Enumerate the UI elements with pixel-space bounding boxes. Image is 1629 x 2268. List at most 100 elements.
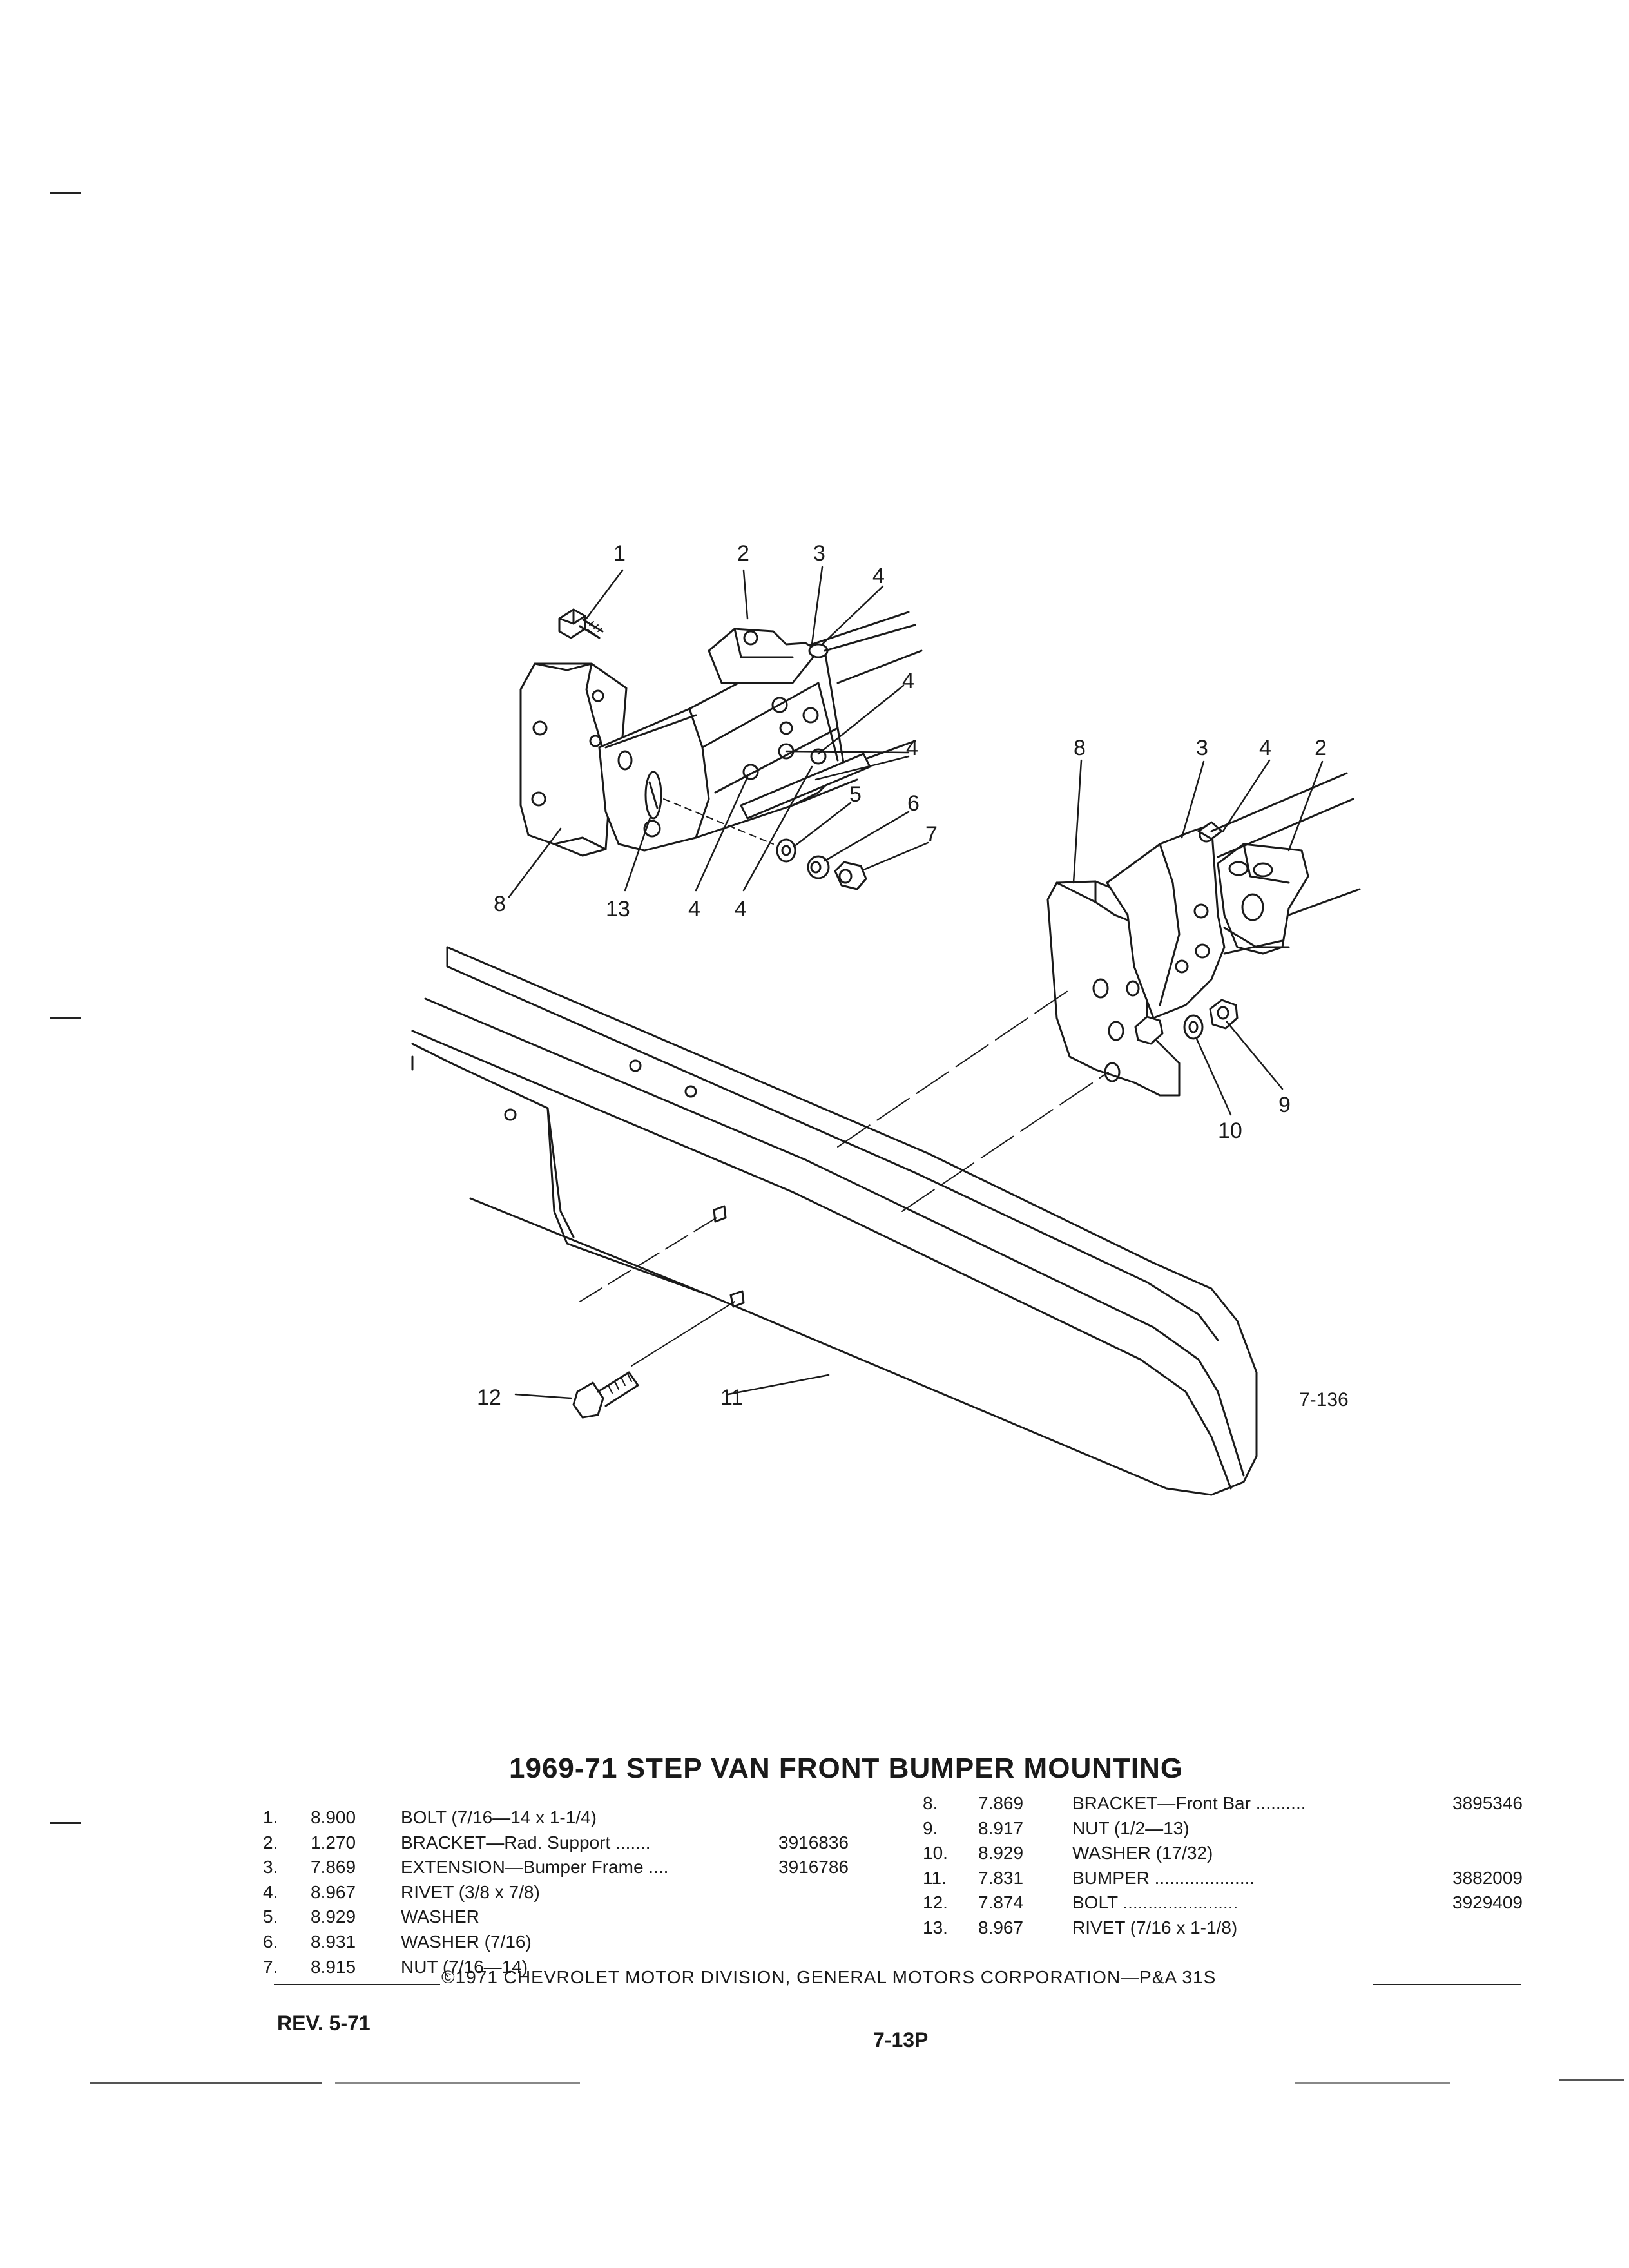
group-code: 1.270 bbox=[311, 1832, 356, 1852]
group-code: 8.900 bbox=[311, 1807, 356, 1827]
item-number: 2. bbox=[263, 1832, 278, 1852]
washer-nut-hardware-right bbox=[1134, 999, 1239, 1045]
part-number: 3929409 bbox=[1452, 1892, 1523, 1913]
right-bracket-assembly bbox=[1046, 772, 1361, 1097]
part-description: BOLT (7/16—14 x 1-1/4) bbox=[401, 1807, 597, 1827]
group-code: 8.967 bbox=[311, 1881, 356, 1902]
bolt-1-drawing bbox=[558, 608, 604, 639]
figure-id: 7-136 bbox=[1299, 1389, 1349, 1410]
group-code: 7.869 bbox=[311, 1857, 356, 1878]
bolt-12-drawing bbox=[572, 1371, 639, 1419]
part-description: BUMPER .................... bbox=[1072, 1867, 1255, 1888]
item-number: 6. bbox=[263, 1931, 278, 1952]
item-number: 4. bbox=[263, 1881, 278, 1902]
part-description: WASHER bbox=[401, 1907, 479, 1927]
parts-row: 10. 8.929 WASHER (17/32) bbox=[923, 1841, 1541, 1866]
parts-row: 13. 8.967 RIVET (7/16 x 1-1/8) bbox=[923, 1916, 1541, 1941]
group-code: 8.967 bbox=[978, 1917, 1024, 1937]
group-code: 7.874 bbox=[978, 1892, 1024, 1913]
callout-6: 6 bbox=[907, 791, 920, 816]
callout-10: 10 bbox=[1218, 1119, 1242, 1143]
parts-row: 5. 8.929 WASHER bbox=[263, 1905, 882, 1930]
item-number: 8. bbox=[923, 1793, 938, 1813]
item-number: 10. bbox=[923, 1843, 948, 1863]
rad-support-bracket-right bbox=[1217, 843, 1309, 955]
page-title: 1969-71 STEP VAN FRONT BUMPER MOUNTING bbox=[509, 1753, 1184, 1784]
extension-bumper-frame-right bbox=[1106, 823, 1226, 1019]
callout-3: 3 bbox=[1196, 736, 1208, 760]
parts-list-left: 1. 8.900 BOLT (7/16—14 x 1-1/4) 2. 1.270… bbox=[263, 1805, 882, 1979]
binder-mark-top bbox=[50, 192, 81, 194]
group-code: 8.929 bbox=[978, 1843, 1024, 1863]
parts-row: 1. 8.900 BOLT (7/16—14 x 1-1/4) bbox=[263, 1805, 882, 1831]
revision-label: REV. 5-71 bbox=[277, 2012, 371, 2035]
group-code: 8.915 bbox=[311, 1956, 356, 1977]
group-code: 7.831 bbox=[978, 1867, 1024, 1888]
parts-row: 8. 7.869 BRACKET—Front Bar .......... 38… bbox=[923, 1791, 1541, 1816]
callout-5: 5 bbox=[849, 782, 862, 807]
callout-11: 11 bbox=[720, 1385, 743, 1410]
callout-2: 2 bbox=[1315, 736, 1327, 760]
callout-4: 4 bbox=[688, 897, 700, 921]
callout-4: 4 bbox=[1259, 736, 1271, 760]
footer-rule bbox=[1295, 2082, 1450, 2084]
bumper-drawing bbox=[411, 946, 1258, 1496]
part-description: BRACKET—Front Bar .......... bbox=[1072, 1793, 1306, 1813]
left-bracket-assembly bbox=[519, 608, 923, 890]
part-description: RIVET (7/16 x 1-1/8) bbox=[1072, 1917, 1238, 1937]
binder-mark-middle bbox=[50, 1017, 81, 1019]
group-code: 8.917 bbox=[978, 1818, 1024, 1838]
group-code: 8.929 bbox=[311, 1907, 356, 1927]
copyright-text: ©1971 CHEVROLET MOTOR DIVISION, GENERAL … bbox=[441, 1967, 1217, 1987]
callout-3: 3 bbox=[813, 541, 825, 566]
part-description: RIVET (3/8 x 7/8) bbox=[401, 1881, 540, 1902]
parts-row: 7. 8.915 NUT (7/16—14) bbox=[263, 1955, 882, 1980]
copyright-line: ©1971 CHEVROLET MOTOR DIVISION, GENERAL … bbox=[274, 1967, 1521, 1993]
callout-4: 4 bbox=[735, 897, 747, 921]
part-description: BRACKET—Rad. Support ....... bbox=[401, 1832, 651, 1852]
part-description: NUT (7/16—14) bbox=[401, 1956, 528, 1977]
parts-row: 3. 7.869 EXTENSION—Bumper Frame .... 391… bbox=[263, 1855, 882, 1880]
parts-row: 9. 8.917 NUT (1/2—13) bbox=[923, 1816, 1541, 1841]
copyright-rule-right bbox=[1373, 1984, 1521, 1985]
parts-row: 4. 8.967 RIVET (3/8 x 7/8) bbox=[263, 1880, 882, 1905]
group-code: 8.931 bbox=[311, 1931, 356, 1952]
footer-rule bbox=[90, 2082, 322, 2084]
parts-row: 12. 7.874 BOLT ....................... 3… bbox=[923, 1890, 1541, 1916]
exploded-view-diagram: 1 2 3 4 4 4 4 5 6 7 8 13 4 4 8 3 4 2 10 … bbox=[411, 541, 1361, 1496]
part-number: 3882009 bbox=[1452, 1867, 1523, 1888]
item-number: 13. bbox=[923, 1917, 948, 1937]
callout-13: 13 bbox=[606, 897, 630, 921]
part-number: 3895346 bbox=[1452, 1793, 1523, 1813]
item-number: 12. bbox=[923, 1892, 948, 1913]
callout-9: 9 bbox=[1278, 1093, 1291, 1117]
page-number: 7-13P bbox=[873, 2028, 929, 2052]
part-description: WASHER (7/16) bbox=[401, 1931, 532, 1952]
callout-4: 4 bbox=[872, 564, 885, 588]
callout-8: 8 bbox=[1074, 736, 1086, 760]
item-number: 11. bbox=[923, 1867, 947, 1888]
parts-row: 2. 1.270 BRACKET—Rad. Support ....... 39… bbox=[263, 1831, 882, 1856]
group-code: 7.869 bbox=[978, 1793, 1024, 1813]
parts-row: 11. 7.831 BUMPER .................... 38… bbox=[923, 1866, 1541, 1891]
part-description: NUT (1/2—13) bbox=[1072, 1818, 1190, 1838]
part-description: EXTENSION—Bumper Frame .... bbox=[401, 1857, 669, 1878]
footer-rule bbox=[335, 2082, 580, 2084]
callout-4: 4 bbox=[902, 669, 914, 693]
callout-labels: 1 2 3 4 4 4 4 5 6 7 8 13 4 4 8 3 4 2 10 … bbox=[477, 541, 1349, 1410]
callout-12: 12 bbox=[477, 1385, 501, 1410]
item-number: 7. bbox=[263, 1956, 278, 1977]
front-bar-bracket-left bbox=[519, 662, 628, 857]
copyright-rule-left bbox=[274, 1984, 440, 1985]
footer-rule bbox=[1559, 2079, 1624, 2081]
item-number: 3. bbox=[263, 1857, 278, 1878]
callout-7: 7 bbox=[925, 822, 938, 847]
parts-row: 6. 8.931 WASHER (7/16) bbox=[263, 1930, 882, 1955]
callout-4: 4 bbox=[906, 736, 918, 760]
part-description: WASHER (17/32) bbox=[1072, 1843, 1213, 1863]
item-number: 5. bbox=[263, 1907, 278, 1927]
callout-8: 8 bbox=[494, 892, 506, 916]
callout-2: 2 bbox=[737, 541, 749, 566]
parts-list-right: 8. 7.869 BRACKET—Front Bar .......... 38… bbox=[923, 1791, 1541, 1941]
part-description: BOLT ....................... bbox=[1072, 1892, 1239, 1913]
